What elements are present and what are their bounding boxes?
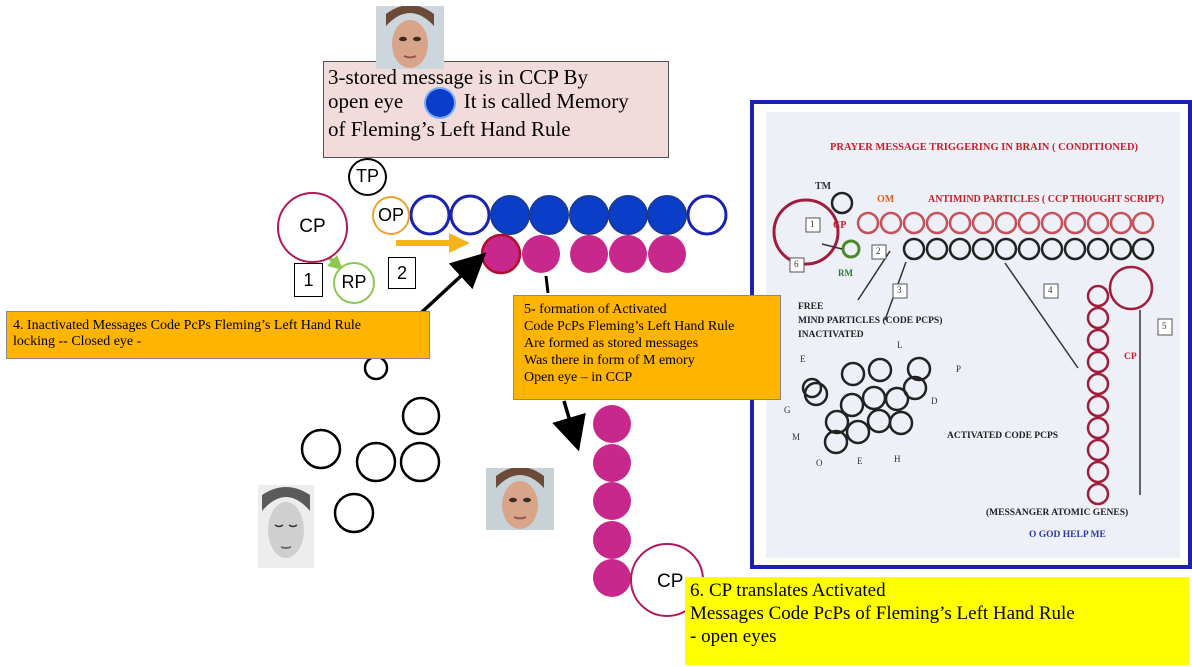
scan-free-line3: INACTIVATED bbox=[798, 330, 864, 340]
tp-particle: TP bbox=[348, 158, 387, 196]
arrow-to-magenta-row bbox=[420, 252, 487, 314]
activated-formation-box: 5- formation of Activated Code PcPs Flem… bbox=[513, 295, 781, 400]
open-eyes-face-bottom bbox=[486, 468, 554, 530]
scan-letter-o: O bbox=[816, 458, 823, 468]
box5-line2: Code PcPs Fleming’s Left Hand Rule bbox=[524, 319, 735, 335]
box6-line2: Messages Code PcPs of Fleming’s Left Han… bbox=[690, 602, 1075, 624]
scan-genes: (MESSANGER ATOMIC GENES) bbox=[986, 508, 1129, 518]
inactivated-messages-box: 4. Inactivated Messages Code PcPs Flemin… bbox=[6, 311, 430, 359]
stored-particle bbox=[490, 195, 530, 235]
stored-particle bbox=[529, 195, 569, 235]
stored-message-box: 3-stored message is in CCP By open eye I… bbox=[323, 61, 669, 158]
magenta-particle-column bbox=[593, 405, 631, 597]
rp-particle: RP bbox=[333, 262, 375, 304]
scan-letter-e2: E bbox=[857, 456, 863, 466]
scan-letter-p: P bbox=[956, 364, 962, 374]
arrow-stub bbox=[544, 275, 550, 294]
empty-particle bbox=[449, 194, 491, 236]
arrow-to-column bbox=[552, 400, 586, 452]
op-particle: OP bbox=[372, 196, 410, 235]
box5-line4: Was there in form of M emory bbox=[524, 353, 695, 369]
box5-line3: Are formed as stored messages bbox=[524, 336, 699, 352]
scan-n2: 2 bbox=[876, 246, 881, 256]
orange-arrow bbox=[396, 233, 470, 253]
op-label: OP bbox=[377, 205, 404, 225]
scan-activated: ACTIVATED CODE PCPS bbox=[947, 431, 1059, 441]
scan-cp-side: CP bbox=[1124, 352, 1137, 362]
stored-message-line1: 3-stored message is in CCP By bbox=[328, 65, 588, 89]
scan-letter-l: L bbox=[897, 340, 903, 350]
scan-cp: CP bbox=[833, 220, 847, 231]
stored-particle bbox=[569, 195, 609, 235]
step-1-label: 1 bbox=[303, 270, 314, 290]
cp-translates-box: 6. CP translates Activated Messages Code… bbox=[685, 577, 1189, 665]
scan-antimind: ANTIMIND PARTICLES ( CCP THOUGHT SCRIPT) bbox=[928, 194, 1165, 205]
scan-letter-g: G bbox=[784, 405, 791, 415]
stored-message-line2-b: It is called Memory bbox=[463, 89, 629, 114]
scan-n3: 3 bbox=[897, 285, 902, 295]
box6-line3: - open eyes bbox=[690, 625, 777, 647]
stored-particle bbox=[647, 195, 687, 235]
scan-free-line1: FREE bbox=[798, 302, 824, 312]
scan-n4: 4 bbox=[1048, 285, 1053, 295]
stored-message-line3: of Fleming’s Left Hand Rule bbox=[328, 117, 571, 142]
stored-particle bbox=[608, 195, 648, 235]
open-eyes-face-top bbox=[376, 6, 444, 69]
scan-om: OM bbox=[877, 194, 895, 205]
top-particle-row bbox=[409, 194, 728, 236]
box5-line5: Open eye – in CCP bbox=[524, 370, 633, 386]
scan-rm: RM bbox=[838, 268, 853, 278]
scan-letter-m: M bbox=[792, 432, 801, 442]
scan-god: O GOD HELP ME bbox=[1029, 530, 1106, 540]
scan-drawings bbox=[772, 191, 1173, 506]
box4-line1: 4. Inactivated Messages Code PcPs Flemin… bbox=[13, 318, 361, 333]
empty-particle bbox=[409, 194, 451, 236]
box6-line1: 6. CP translates Activated bbox=[690, 580, 886, 601]
scan-n1: 1 bbox=[810, 219, 815, 229]
cp-particle: CP bbox=[277, 192, 348, 263]
box4-line2: locking -- Closed eye - bbox=[13, 334, 142, 350]
empty-particle bbox=[686, 194, 728, 236]
scan-letter-h: H bbox=[894, 454, 901, 464]
scan-title: PRAYER MESSAGE TRIGGERING IN BRAIN ( CON… bbox=[830, 142, 1139, 153]
scan-paper bbox=[766, 112, 1180, 558]
rp-label: RP bbox=[341, 272, 367, 292]
cp-label: CP bbox=[299, 216, 326, 237]
box5-line1: 5- formation of Activated bbox=[524, 302, 667, 317]
step-2-label: 2 bbox=[396, 263, 407, 283]
tp-label: TP bbox=[355, 166, 379, 186]
stored-message-line2-a: open eye bbox=[328, 89, 404, 114]
blue-particle-icon bbox=[426, 89, 455, 118]
scan-n5: 5 bbox=[1162, 321, 1167, 331]
free-particles bbox=[300, 355, 441, 534]
scan-letter-e1: E bbox=[800, 354, 806, 364]
cp-bottom-label: CP bbox=[657, 571, 684, 592]
scan-free-line2: MIND PARTICLES (CODE PCPS) bbox=[798, 316, 943, 326]
scan-tm: TM bbox=[815, 181, 832, 192]
closed-eyes-face bbox=[258, 485, 314, 568]
stored-message-line2: open eye It is called Memory bbox=[328, 89, 668, 118]
step-1-box: 1 bbox=[294, 263, 323, 297]
scan-letter-d: D bbox=[931, 396, 938, 406]
step-2-box: 2 bbox=[388, 257, 416, 289]
magenta-particle-row bbox=[480, 233, 686, 275]
scan-n6: 6 bbox=[794, 259, 799, 269]
